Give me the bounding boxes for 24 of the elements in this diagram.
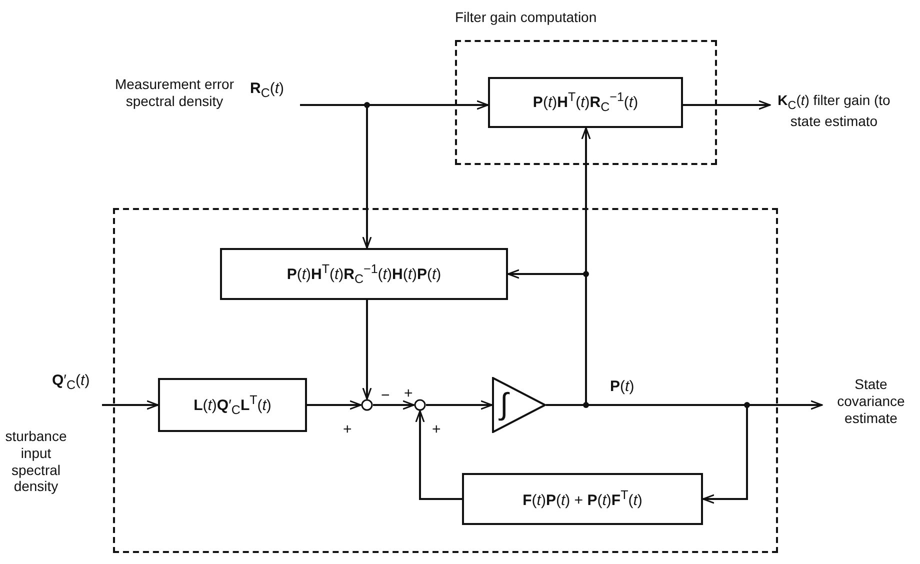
sign-label: + <box>432 422 441 437</box>
signal-label: State covariance estimate <box>836 376 906 426</box>
process-box: P(t)H$^{T}$(t)R$_{C}$$^{−1}$(t)H(t)P(t) <box>220 248 508 300</box>
process-box: L(t)Q′$_{C}$L$^{T}$(t) <box>158 378 307 432</box>
arrow <box>415 410 462 500</box>
signal-label: R$_{C}$(t) <box>250 80 286 101</box>
integral-sign: ∫ <box>500 387 508 423</box>
process-box: F(t)P(t) + P(t)F$^{T}$(t) <box>462 473 703 525</box>
sign-label: − <box>381 388 390 403</box>
arrow <box>683 100 771 110</box>
signal-description: Measurement error spectral density <box>114 76 236 110</box>
arrow <box>426 400 493 410</box>
sign-label: + <box>343 422 352 437</box>
arrow <box>373 400 415 410</box>
arrow <box>102 400 159 410</box>
signal-label: Q′$_{C}$(t) <box>52 372 91 393</box>
process-box: P(t)H$^{T}$(t)R$_{C}$$^{−1}$(t) <box>488 77 683 128</box>
arrow <box>307 400 362 410</box>
sign-label: + <box>404 386 413 401</box>
arrow <box>362 300 372 400</box>
signal-label: K$_{C}$(t) filter gain (to state estimato <box>776 92 892 130</box>
signal-description: sturbance input spectral density <box>4 428 68 496</box>
edge-label: P(t) <box>608 378 636 395</box>
group-heading: Filter gain computation <box>455 9 597 26</box>
